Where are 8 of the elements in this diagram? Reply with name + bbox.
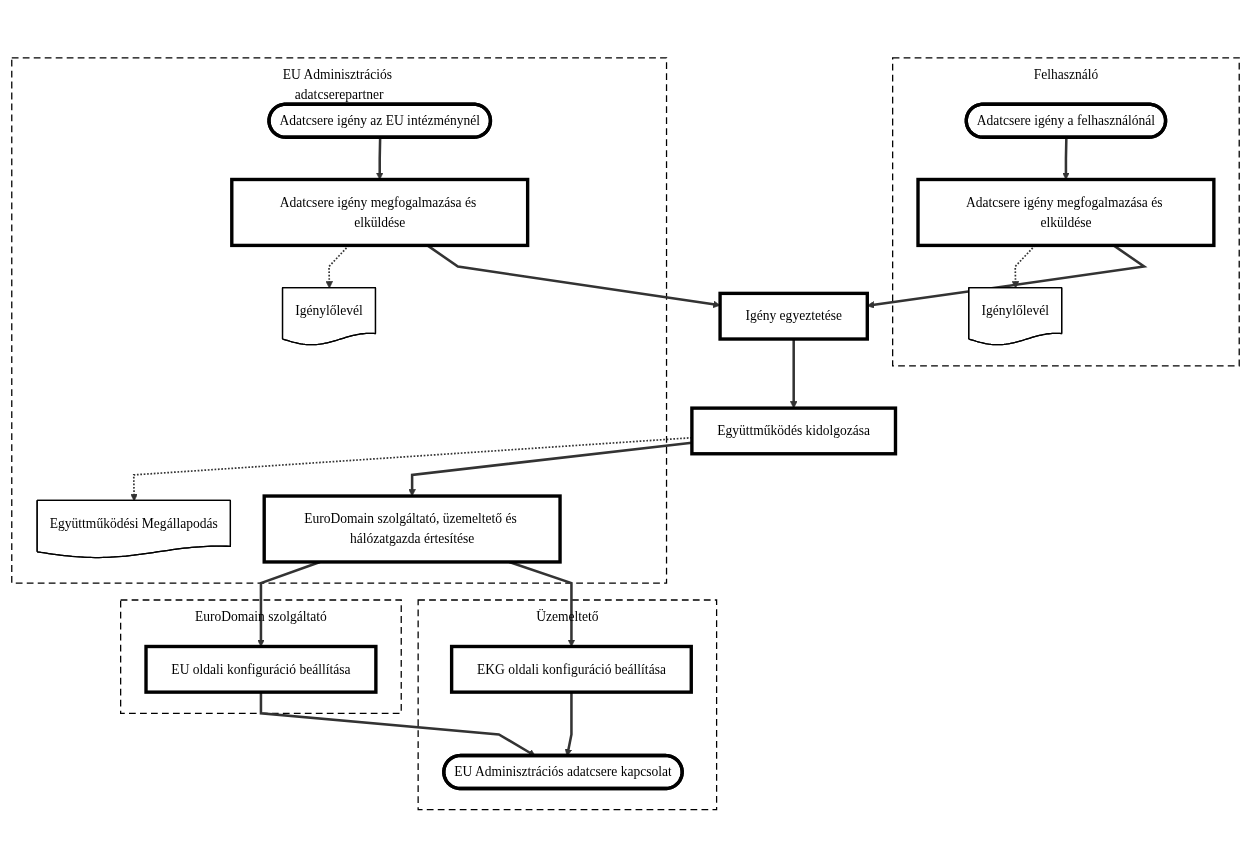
node-box: Adatcsere igény megfogalmazása és elküldése bbox=[916, 178, 1216, 248]
arrow bbox=[789, 339, 798, 409]
node-box: Együttműködés kidolgozása bbox=[690, 406, 898, 456]
node-box: EuroDomain szolgáltató, üzemeltető és hálózatgazda értesítése bbox=[262, 494, 562, 564]
node-box: Adatcsere igény megfogalmazása és elküldése bbox=[230, 178, 530, 248]
node-box: EU oldali konfiguráció beállítása bbox=[144, 645, 378, 695]
node-box: EKG oldali konfiguráció beállítása bbox=[449, 645, 693, 695]
node-box: Igény egyeztetése bbox=[718, 292, 869, 341]
